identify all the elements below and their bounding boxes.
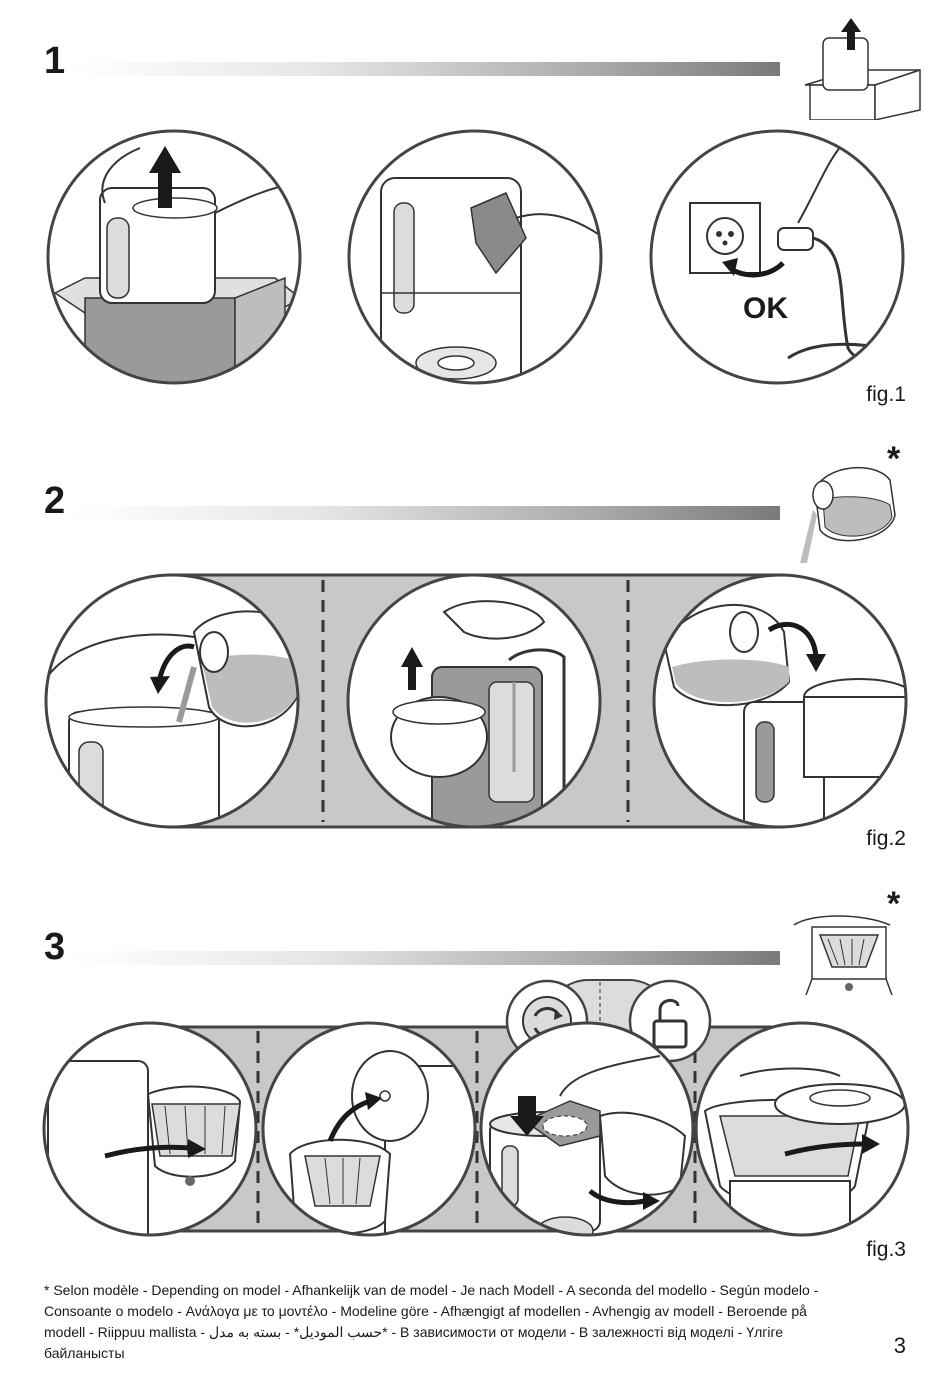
step-1-bar — [72, 62, 780, 76]
step-3-thumbnail — [793, 915, 893, 996]
step-1-thumbnail — [804, 18, 921, 120]
step-3-number: 3 — [44, 926, 66, 968]
fig1-wipe-illustration — [347, 129, 603, 385]
step-2-bar — [72, 506, 780, 520]
step-2-asterisk: * — [887, 440, 901, 478]
step-2-thumbnail — [800, 467, 896, 563]
model-footnote: * Selon modèle - Depending on model - Af… — [44, 1282, 819, 1361]
fig3-panel — [42, 979, 910, 1237]
ok-label: OK — [743, 292, 788, 325]
step-2-number: 2 — [44, 480, 66, 522]
page-number: 3 — [893, 1333, 906, 1358]
fig1-unbox-illustration — [46, 129, 302, 385]
step-3-asterisk: * — [887, 885, 901, 923]
fig-1-label: fig.1 — [866, 383, 906, 406]
fig2-panel — [44, 573, 908, 829]
fig-3-label: fig.3 — [866, 1238, 906, 1261]
fig1-plug-illustration: OK — [649, 129, 905, 385]
fig-2-label: fig.2 — [866, 827, 906, 850]
step-1-number: 1 — [44, 40, 66, 82]
step-3-bar — [72, 951, 780, 965]
